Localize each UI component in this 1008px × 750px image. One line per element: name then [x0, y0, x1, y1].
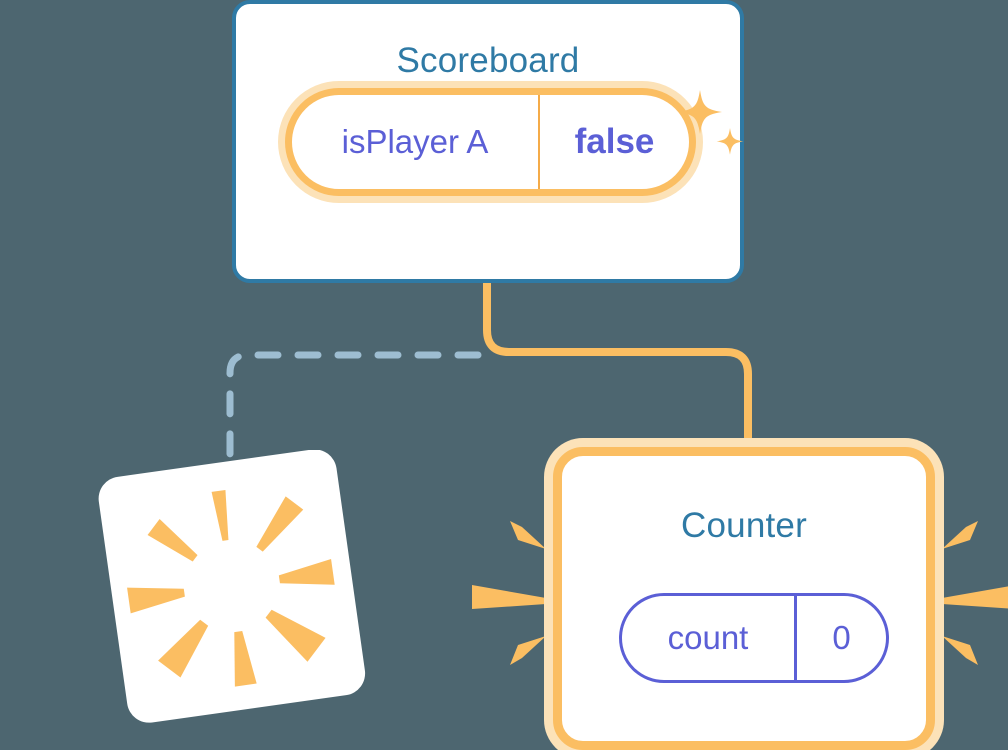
- burst-ray-s: [234, 631, 257, 687]
- burst-ray-sw: [158, 619, 209, 678]
- counter-state-pill[interactable]: count 0: [619, 593, 889, 683]
- burst-ray-n: [211, 489, 229, 541]
- scoreboard-title: Scoreboard: [396, 41, 580, 80]
- scoreboard-state-value: false: [574, 122, 655, 161]
- burst-ray-w: [127, 587, 185, 614]
- burst-ray-se: [265, 609, 326, 662]
- blank-card[interactable]: [82, 450, 382, 725]
- burst-ray-ne: [256, 496, 304, 552]
- connector-scoreboard-to-blank-card: [226, 351, 482, 490]
- burst-ray-nw: [147, 519, 198, 562]
- burst-ray-e: [278, 558, 335, 585]
- scoreboard-card[interactable]: Scoreboard isPlayer A false: [232, 0, 744, 283]
- blank-card-surface: [98, 450, 366, 723]
- connector-scoreboard-to-counter: [483, 281, 752, 460]
- scoreboard-state-pill[interactable]: isPlayer A false: [285, 88, 696, 196]
- scoreboard-state-key: isPlayer A: [292, 95, 540, 189]
- counter-card[interactable]: Counter count 0: [553, 447, 935, 750]
- counter-title: Counter: [681, 506, 807, 545]
- blank-card-burst-group: [127, 489, 335, 687]
- counter-state-value: 0: [832, 619, 851, 656]
- counter-state-key: count: [622, 596, 797, 680]
